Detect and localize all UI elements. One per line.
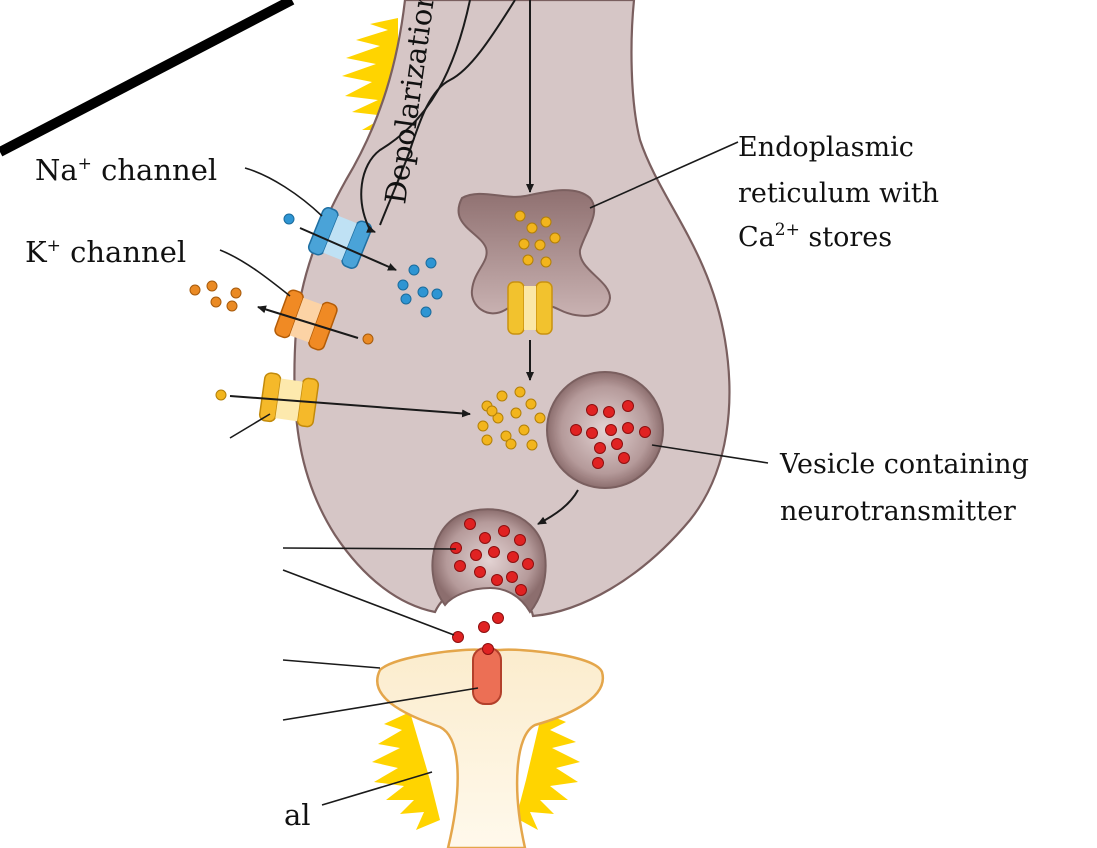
calcium-ion bbox=[523, 255, 533, 265]
postsynaptic-receptor bbox=[473, 648, 501, 704]
calcium-ion bbox=[535, 413, 545, 423]
neurotransmitter-molecule bbox=[493, 613, 504, 624]
neurotransmitter-molecule bbox=[475, 567, 486, 578]
calcium-ion bbox=[216, 390, 226, 400]
neurotransmitter-molecule bbox=[612, 439, 623, 450]
neurotransmitter-molecule bbox=[453, 632, 464, 643]
calcium-ion bbox=[519, 239, 529, 249]
potassium-ion bbox=[363, 334, 373, 344]
neurotransmitter-molecule bbox=[508, 552, 519, 563]
neurotransmitter-molecule bbox=[471, 550, 482, 561]
calcium-ion bbox=[526, 399, 536, 409]
er-label: Endoplasmic reticulum with Ca2+ stores bbox=[738, 132, 948, 253]
neurotransmitter-molecule bbox=[606, 425, 617, 436]
cut-off-label: al bbox=[284, 798, 311, 832]
k-channel-leader bbox=[220, 250, 290, 296]
calcium-ion bbox=[541, 217, 551, 227]
k-channel-label: K+ channel bbox=[25, 235, 186, 269]
calcium-ion bbox=[506, 439, 516, 449]
neurotransmitter-molecule bbox=[604, 407, 615, 418]
sodium-ion bbox=[421, 307, 431, 317]
ca-channel-leader bbox=[230, 414, 270, 438]
calcium-ion bbox=[515, 211, 525, 221]
sodium-ion bbox=[284, 214, 294, 224]
neurotransmitter-molecule bbox=[483, 644, 494, 655]
neurotransmitter-molecule bbox=[465, 519, 476, 530]
neurotransmitter-molecule bbox=[455, 561, 466, 572]
potassium-ion bbox=[211, 297, 221, 307]
calcium-ion bbox=[487, 406, 497, 416]
neurotransmitter-molecule bbox=[499, 526, 510, 537]
potassium-ion bbox=[231, 288, 241, 298]
potassium-ion bbox=[207, 281, 217, 291]
na-channel-label: Na+ channel bbox=[35, 153, 217, 187]
neurotransmitter-molecule bbox=[516, 585, 527, 596]
axon-edge bbox=[0, 0, 292, 152]
neurotransmitter-molecule bbox=[480, 533, 491, 544]
calcium-ion bbox=[527, 223, 537, 233]
fusing-vesicle-leader bbox=[283, 548, 456, 549]
calcium-ion bbox=[511, 408, 521, 418]
neurotransmitter-molecule bbox=[595, 443, 606, 454]
calcium-ion bbox=[541, 257, 551, 267]
calcium-ion bbox=[519, 425, 529, 435]
neurotransmitter-molecule bbox=[507, 572, 518, 583]
calcium-ion bbox=[527, 440, 537, 450]
vesicle-label: Vesicle containing neurotransmitter bbox=[779, 449, 1037, 527]
na-channel-leader bbox=[245, 168, 322, 216]
neurotransmitter-molecule bbox=[640, 427, 651, 438]
neurotransmitter-molecule bbox=[587, 405, 598, 416]
potassium-ion bbox=[190, 285, 200, 295]
neurotransmitter-molecule bbox=[479, 622, 490, 633]
calcium-ion bbox=[550, 233, 560, 243]
calcium-ion bbox=[535, 240, 545, 250]
sodium-ion bbox=[432, 289, 442, 299]
neurotransmitter-molecule bbox=[571, 425, 582, 436]
neurotransmitter-molecule bbox=[515, 535, 526, 546]
calcium-ion bbox=[478, 421, 488, 431]
neurotransmitter-molecule bbox=[593, 458, 604, 469]
neurotransmitter-molecule bbox=[623, 401, 634, 412]
calcium-ion bbox=[497, 391, 507, 401]
neurotransmitter-molecule bbox=[451, 543, 462, 554]
postsynaptic-membrane-leader bbox=[283, 660, 380, 668]
sodium-ion bbox=[398, 280, 408, 290]
er-calcium-channel bbox=[508, 282, 552, 334]
neurotransmitter-molecule bbox=[587, 428, 598, 439]
potassium-ion bbox=[227, 301, 237, 311]
sodium-ion bbox=[426, 258, 436, 268]
neurotransmitter-molecule bbox=[523, 559, 534, 570]
activation-flash-bottom-left bbox=[372, 712, 440, 830]
neurotransmitter-molecule bbox=[489, 547, 500, 558]
neurotransmitter-molecule bbox=[492, 575, 503, 586]
neurotransmitter-molecule bbox=[623, 423, 634, 434]
sodium-ion bbox=[401, 294, 411, 304]
sodium-ion bbox=[409, 265, 419, 275]
sodium-ion bbox=[418, 287, 428, 297]
calcium-ion bbox=[515, 387, 525, 397]
neurotransmitter-molecule bbox=[619, 453, 630, 464]
calcium-ion bbox=[482, 435, 492, 445]
